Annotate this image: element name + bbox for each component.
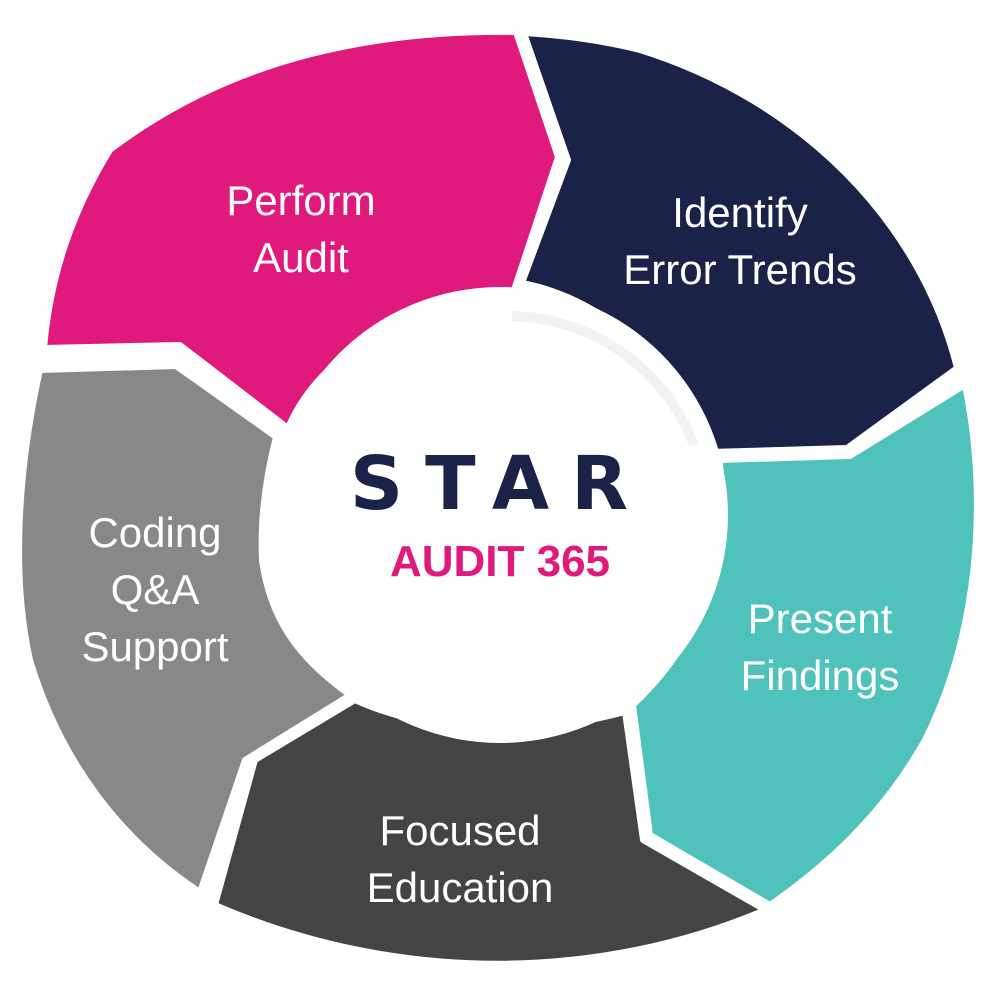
segment-label-line: Coding	[88, 509, 221, 556]
center-circle	[272, 287, 728, 743]
segment-label-line: Findings	[741, 652, 900, 699]
center-subtitle: AUDIT 365	[390, 537, 610, 586]
segment-label-line: Present	[748, 595, 893, 642]
segment-label-line: Audit	[253, 234, 349, 281]
segment-label-line: Q&A	[111, 566, 200, 613]
segment-label-line: Support	[81, 623, 228, 670]
center-ring-accent	[511, 311, 699, 447]
segment-label-line: Identify	[672, 189, 807, 236]
cycle-segments	[16, 28, 980, 967]
segment-coding-qa-support	[16, 363, 353, 895]
segment-label-line: Error Trends	[623, 246, 856, 293]
segment-label-line: Perform	[226, 177, 375, 224]
segment-label-line: Focused	[379, 807, 540, 854]
segment-label-line: Education	[367, 864, 554, 911]
center-title: STAR	[350, 441, 650, 527]
